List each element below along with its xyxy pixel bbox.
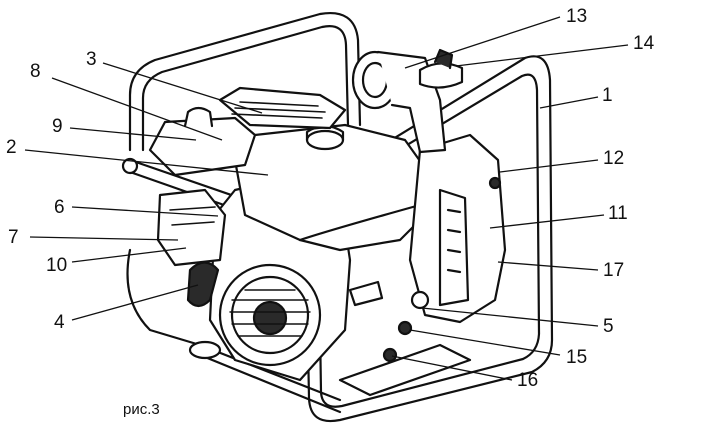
callout-16: 16 [517, 370, 539, 391]
leader-6 [71, 206, 219, 217]
leader-13 [404, 16, 561, 69]
leader-16 [391, 355, 513, 381]
callout-1: 1 [602, 85, 613, 106]
fuel-valve [410, 290, 430, 310]
pump-volute [438, 188, 470, 307]
callout-7: 7 [8, 227, 19, 248]
leader-9 [69, 127, 197, 141]
frame-rear-inner [141, 25, 350, 152]
callout-11: 11 [608, 203, 628, 224]
callout-10: 10 [46, 255, 68, 276]
callout-15: 15 [566, 347, 588, 368]
leader-3 [102, 62, 263, 114]
callout-13: 13 [566, 6, 588, 27]
callout-12: 12 [603, 148, 625, 169]
figure-caption: рис.3 [123, 401, 160, 418]
frame-front [303, 55, 554, 423]
callout-5: 5 [603, 316, 614, 337]
leader-5 [421, 307, 599, 327]
frame-bottom-rail [198, 343, 342, 414]
recoil-starter-hub [252, 300, 288, 336]
housing-bolt [488, 176, 502, 190]
priming-cap [418, 62, 464, 89]
leader-10 [71, 247, 187, 263]
leader-7 [29, 236, 179, 241]
air-filter-knob [183, 106, 214, 128]
fuel-cap [305, 129, 345, 151]
base-plate [338, 343, 472, 397]
callout-8: 8 [30, 61, 41, 82]
callout-4: 4 [54, 312, 65, 333]
drain-plug [382, 347, 398, 363]
leader-14 [455, 44, 629, 67]
callout-14: 14 [633, 33, 655, 54]
leader-15 [409, 329, 561, 356]
air-filter [148, 116, 257, 177]
callout-9: 9 [52, 116, 63, 137]
leader-1 [539, 96, 599, 109]
leader-11 [489, 214, 605, 229]
leader-8 [51, 77, 223, 141]
recoil-starter-ribs [229, 289, 311, 337]
choke-lever [348, 280, 384, 307]
callout-17: 17 [603, 260, 625, 281]
recoil-starter-mid [230, 275, 310, 355]
callout-2: 2 [6, 137, 17, 158]
callout-3: 3 [86, 49, 97, 70]
carburetor [156, 188, 227, 267]
frame-bar-end [121, 157, 139, 175]
rubber-foot-left [188, 340, 222, 360]
leader-2 [24, 149, 269, 176]
starter-handle [186, 261, 220, 308]
leader-17 [497, 261, 599, 271]
frame-rear [128, 11, 362, 152]
leader-4 [71, 284, 199, 321]
frame-front-inner [316, 73, 541, 408]
frame-left-leg [126, 248, 202, 347]
pump-ribs [446, 208, 462, 274]
callout-6: 6 [54, 197, 65, 218]
leader-12 [499, 159, 599, 173]
